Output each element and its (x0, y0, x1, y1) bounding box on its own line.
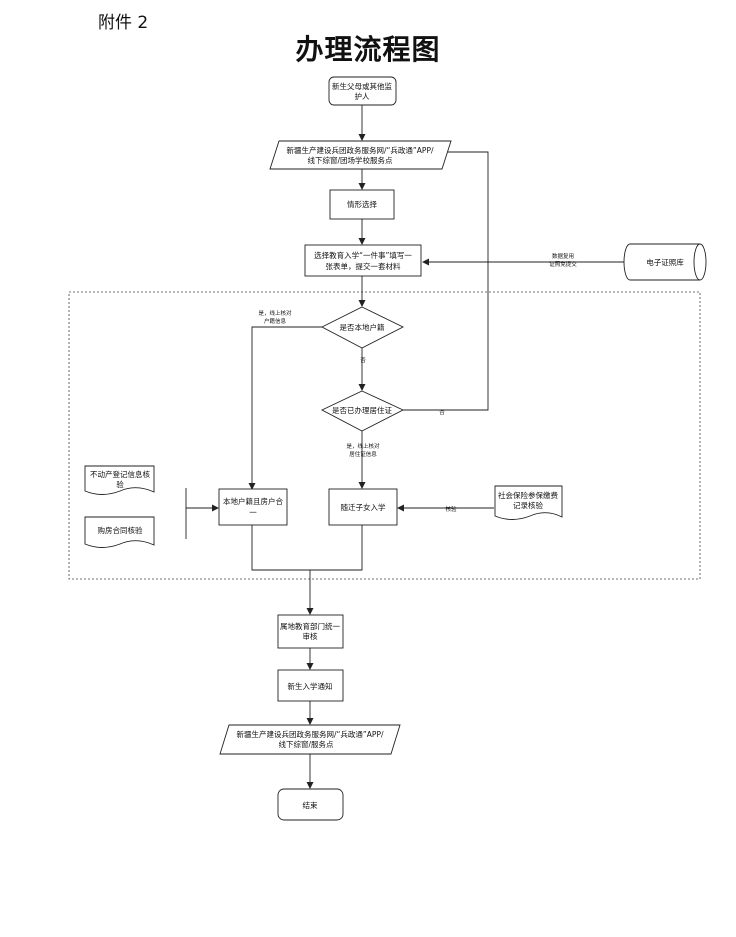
portal-1-text-1: 新疆生产建设兵团政务服务网/“兵政通”APP/ (287, 145, 434, 155)
node-purchase-check (84, 516, 155, 548)
review-text-1: 属地教育部门统一 (280, 621, 340, 631)
node-notice (277, 669, 344, 702)
property-check-text-2: 验 (116, 479, 124, 489)
e-license-text: 电子证照库 (646, 257, 684, 267)
node-property-check (84, 465, 155, 495)
situation-text: 情形选择 (347, 199, 377, 209)
start-text-1: 新生父母或其他监 (332, 81, 392, 91)
portal-2-text-1: 新疆生产建设兵团政务服务网/“兵政通”APP/ (237, 729, 384, 739)
portal-1-text-2: 线下综窗/团场学校服务点 (307, 155, 393, 165)
local-house-text-2: 一 (249, 508, 257, 517)
edge-property-join (185, 488, 219, 512)
verification-region (68, 291, 701, 580)
edge-merge (251, 525, 363, 571)
purchase-check-text: 购房合同核验 (98, 525, 143, 535)
label-yes-residence-1: 是，线上核对 (346, 442, 380, 450)
notice-text: 新生入学通知 (288, 681, 333, 691)
node-situation (329, 189, 395, 220)
page-title: 办理流程图 (295, 33, 441, 66)
node-residence-permit (320, 390, 405, 432)
edge-residence-no (403, 148, 489, 411)
label-no-2: 否 (439, 409, 445, 416)
node-portal-2 (219, 724, 401, 755)
start-text-2: 护人 (355, 91, 370, 101)
node-local-house (218, 488, 288, 526)
social-security-text-2: 记录核验 (513, 500, 543, 510)
e-license-rim (693, 243, 701, 281)
property-check-text-1: 不动产登记信息核 (90, 469, 150, 479)
label-yes-residence-2: 居住证信息 (349, 450, 377, 458)
node-portal-1 (269, 140, 452, 170)
one-form-text-2: 张表单，提交一套材料 (326, 261, 401, 271)
social-security-text-1: 社会保险参保缴费 (498, 490, 558, 500)
one-form-text-1: 选择教育入学“一件事”填写一 (314, 250, 412, 260)
node-review (277, 614, 344, 649)
label-no-1: 否 (360, 357, 366, 364)
local-hukou-text: 是否本地户籍 (340, 322, 385, 332)
end-text: 结束 (303, 800, 318, 810)
node-social-security (494, 485, 563, 520)
residence-permit-text: 是否已办理居住证 (332, 405, 392, 415)
node-end (277, 788, 344, 821)
label-data-reuse-2: 证照免提交 (549, 260, 577, 268)
attachment-label: 附件 2 (98, 13, 149, 33)
edge-hukou-yes (248, 326, 322, 490)
node-one-form (304, 244, 422, 277)
migrant-child-text: 随迁子女入学 (341, 502, 386, 512)
label-yes-hukou-1: 是，线上核对 (258, 309, 292, 317)
label-verify: 核验 (445, 505, 457, 513)
review-text-2: 审核 (303, 631, 318, 641)
node-local-hukou (321, 306, 405, 349)
portal-2-text-2: 线下综窗/服务点 (278, 739, 334, 749)
local-house-text-1: 本地户籍且房户合 (223, 496, 283, 506)
node-migrant-child (328, 488, 398, 526)
label-yes-hukou-2: 户籍信息 (264, 317, 287, 325)
label-data-reuse-1: 数据复用 (552, 252, 574, 260)
node-start (328, 76, 397, 106)
